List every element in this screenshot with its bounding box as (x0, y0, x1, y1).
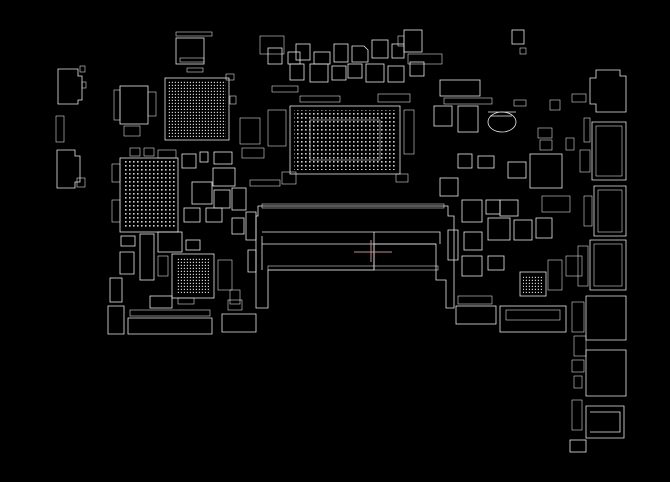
cpu-region (239, 29, 443, 187)
right-center-components (433, 29, 583, 333)
top-left-components (113, 31, 237, 141)
crosshair-cursor-icon (354, 240, 392, 262)
left-lower-region (107, 231, 257, 335)
memory-slot-region (245, 203, 459, 309)
left-bga-region (111, 147, 247, 235)
right-io-connectors (569, 69, 627, 453)
left-io-connectors (55, 65, 87, 189)
